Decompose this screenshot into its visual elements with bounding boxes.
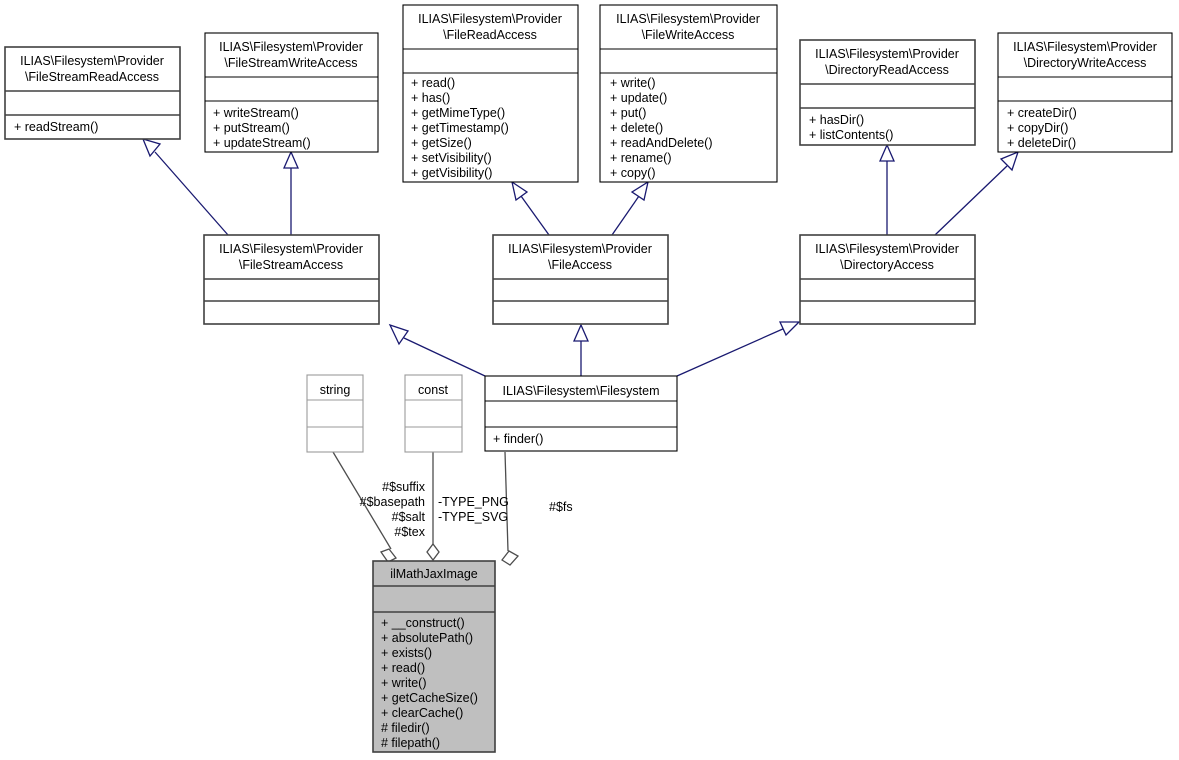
class-box-directory-write-access[interactable]: ILIAS\Filesystem\Provider \DirectoryWrit… (997, 32, 1173, 153)
class-name-line1: ILIAS\Filesystem\Provider (418, 12, 562, 26)
class-box-filesystem[interactable]: ILIAS\Filesystem\Filesystem + finder() (484, 375, 678, 452)
class-method: + read() (381, 661, 425, 675)
class-method: + finder() (493, 432, 543, 446)
class-method: + hasDir() (809, 113, 864, 127)
edge-directoryaccess-to-directorywriteaccess (934, 150, 1020, 236)
class-method: + getVisibility() (411, 166, 492, 180)
edge-label-filesystem-field: #$fs (549, 500, 573, 514)
class-name-line1: const (418, 383, 448, 397)
class-box-il-math-jax-image[interactable]: ilMathJaxImage + __construct() + absolut… (372, 560, 496, 753)
edge-directoryaccess-to-directoryreadaccess (879, 143, 895, 235)
class-name-line2: \DirectoryWriteAccess (1024, 56, 1147, 70)
class-method: + setVisibility() (411, 151, 492, 165)
class-name-line1: string (320, 383, 351, 397)
edge-label-suffix: #$suffix (382, 480, 426, 494)
class-method: + copyDir() (1007, 121, 1068, 135)
class-name-line2: \FileAccess (548, 258, 612, 272)
class-method: + update() (610, 91, 667, 105)
class-method: + clearCache() (381, 706, 463, 720)
class-name-line1: ILIAS\Filesystem\Provider (815, 242, 959, 256)
class-box-file-stream-access[interactable]: ILIAS\Filesystem\Provider \FileStreamAcc… (203, 234, 380, 325)
edge-filesystem-to-directoryaccess (676, 321, 801, 377)
class-method: + deleteDir() (1007, 136, 1076, 150)
class-box-file-access[interactable]: ILIAS\Filesystem\Provider \FileAccess (492, 234, 669, 325)
generalization-edges (141, 137, 1020, 377)
class-method: + write() (610, 76, 656, 90)
class-name-line1: ILIAS\Filesystem\Provider (815, 47, 959, 61)
class-method: + exists() (381, 646, 432, 660)
class-method: + write() (381, 676, 427, 690)
edge-label-salt: #$salt (392, 510, 426, 524)
class-name-line1: ILIAS\Filesystem\Filesystem (503, 384, 660, 398)
edge-label-type-png: -TYPE_PNG (438, 495, 509, 509)
class-name-line2: \DirectoryReadAccess (825, 63, 949, 77)
class-method: + getTimestamp() (411, 121, 509, 135)
class-name-line1: ILIAS\Filesystem\Provider (616, 12, 760, 26)
class-box-directory-read-access[interactable]: ILIAS\Filesystem\Provider \DirectoryRead… (799, 39, 976, 146)
class-name-line1: ILIAS\Filesystem\Provider (508, 242, 652, 256)
class-method: + read() (411, 76, 455, 90)
class-method: # filepath() (381, 736, 440, 750)
class-box-const-type[interactable]: const (404, 374, 463, 453)
class-name-line1: ILIAS\Filesystem\Provider (1013, 40, 1157, 54)
aggregation-edges (332, 451, 520, 566)
edge-filesystem-to-fileaccess (573, 323, 589, 376)
class-name-line1: ILIAS\Filesystem\Provider (20, 54, 164, 68)
class-method: + copy() (610, 166, 656, 180)
class-name-line2: \FileReadAccess (443, 28, 537, 42)
class-method: + listContents() (809, 128, 893, 142)
edge-filesystem-to-filestreamaccess (388, 323, 486, 377)
class-method: + has() (411, 91, 450, 105)
class-name-line2: \FileStreamAccess (239, 258, 343, 272)
class-name-line2: \FileStreamReadAccess (25, 70, 159, 84)
class-method: + getCacheSize() (381, 691, 478, 705)
edge-fileaccess-to-filereadaccess (511, 180, 550, 236)
edge-label-string-fields: #$suffix #$basepath #$salt #$tex (360, 480, 426, 539)
class-box-string-type[interactable]: string (306, 374, 364, 453)
edge-label-type-svg: -TYPE_SVG (438, 510, 508, 524)
class-name-line1: ILIAS\Filesystem\Provider (219, 40, 363, 54)
class-method: + rename() (610, 151, 671, 165)
class-method: + getSize() (411, 136, 472, 150)
class-name-line2: \FileStreamWriteAccess (224, 56, 357, 70)
class-method: + readAndDelete() (610, 136, 713, 150)
class-method: # filedir() (381, 721, 430, 735)
class-method: + put() (610, 106, 646, 120)
edge-fileaccess-to-filewriteaccess (611, 180, 649, 236)
edge-filesystem-to-ilmathjaximage (501, 451, 520, 566)
edge-label-basepath: #$basepath (360, 495, 425, 509)
class-method: + getMimeType() (411, 106, 505, 120)
class-method: + createDir() (1007, 106, 1077, 120)
class-method: + __construct() (381, 616, 465, 630)
class-method: + readStream() (14, 120, 98, 134)
edge-label-fs: #$fs (549, 500, 573, 514)
edge-filestreamaccess-to-filestreamreadaccess (141, 137, 229, 236)
class-method: + updateStream() (213, 136, 311, 150)
edge-filestreamaccess-to-filestreamwriteaccess (283, 150, 299, 235)
class-name-line1: ILIAS\Filesystem\Provider (219, 242, 363, 256)
edge-const-to-ilmathjaximage (426, 452, 440, 562)
class-box-file-write-access[interactable]: ILIAS\Filesystem\Provider \FileWriteAcce… (599, 4, 778, 183)
edge-label-tex: #$tex (394, 525, 425, 539)
class-name-line2: \DirectoryAccess (840, 258, 934, 272)
class-name-line1: ilMathJaxImage (390, 567, 478, 581)
class-method: + absolutePath() (381, 631, 473, 645)
class-method: + writeStream() (213, 106, 299, 120)
class-box-file-stream-write-access[interactable]: ILIAS\Filesystem\Provider \FileStreamWri… (204, 32, 379, 153)
class-box-file-stream-read-access[interactable]: ILIAS\Filesystem\Provider \FileStreamRea… (4, 46, 181, 140)
class-box-file-read-access[interactable]: ILIAS\Filesystem\Provider \FileReadAcces… (402, 4, 579, 183)
edge-label-const-fields: -TYPE_PNG -TYPE_SVG (438, 495, 509, 524)
class-method: + delete() (610, 121, 663, 135)
class-method: + putStream() (213, 121, 290, 135)
class-name-line2: \FileWriteAccess (642, 28, 735, 42)
class-box-directory-access[interactable]: ILIAS\Filesystem\Provider \DirectoryAcce… (799, 234, 976, 325)
